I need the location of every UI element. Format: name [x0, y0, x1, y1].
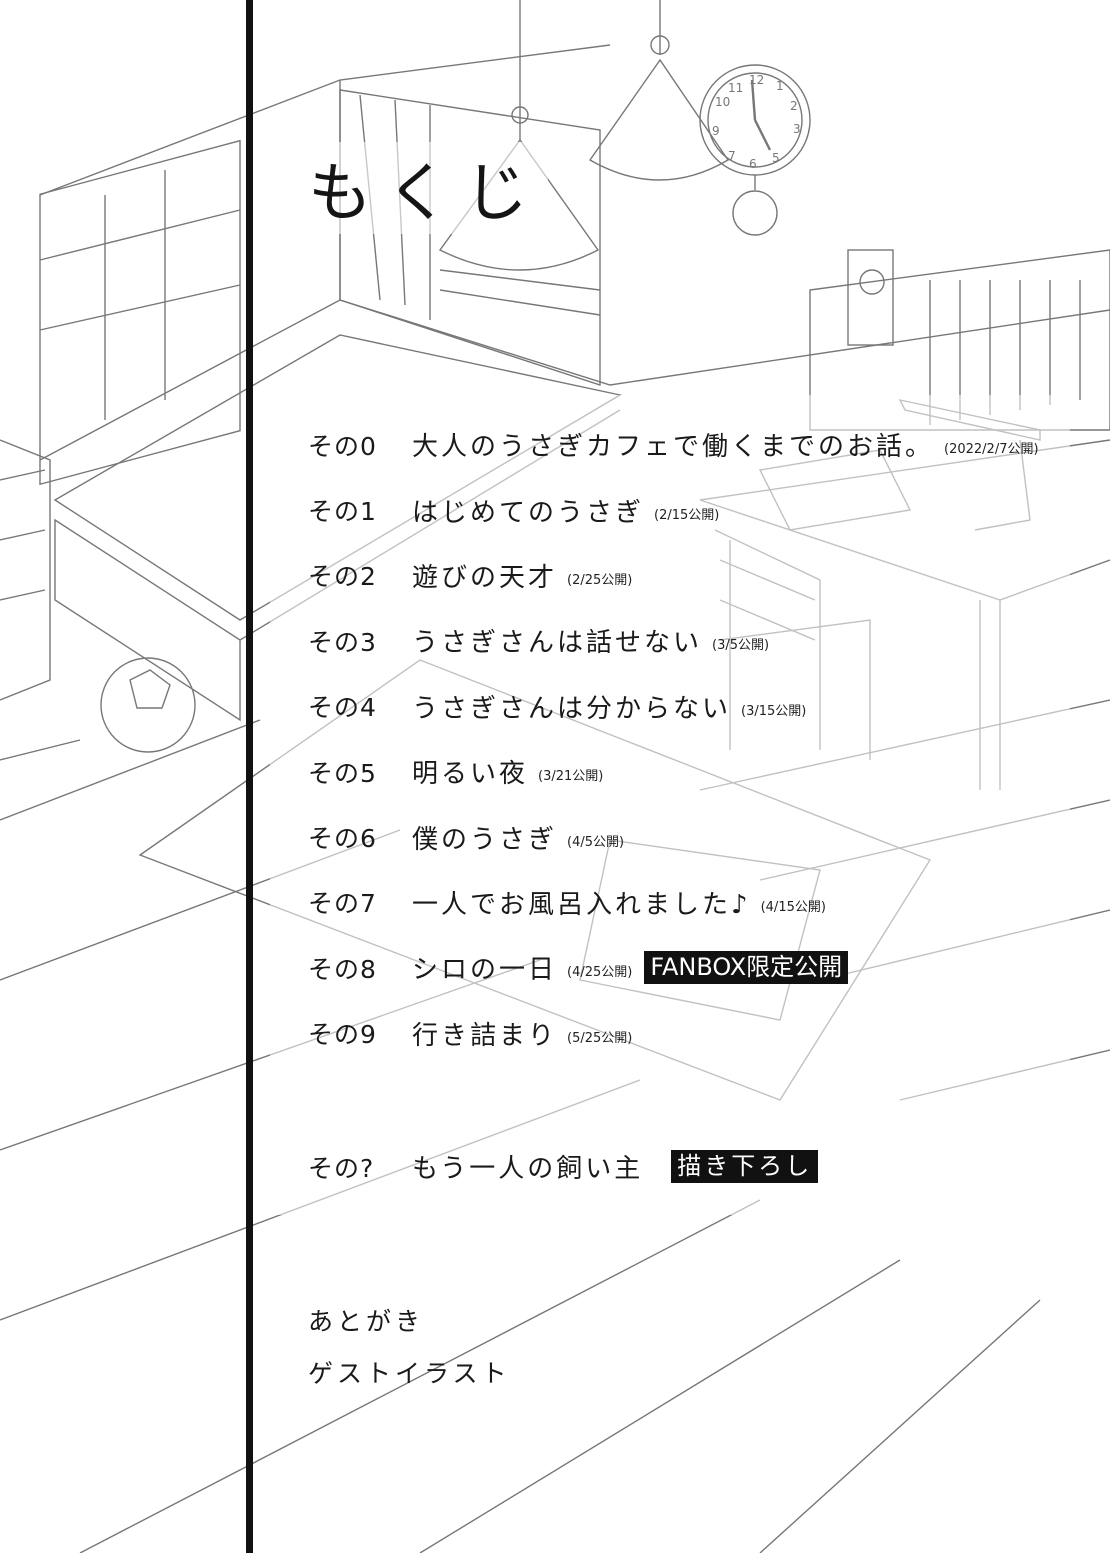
chapter-entry-2[interactable]: その2 遊びの天才 (2/25公開) [308, 543, 1039, 608]
chapter-title: 僕のうさぎ [412, 824, 558, 855]
wall-clock-icon: 11 12 1 10 2 3 9 7 6 5 [699, 64, 811, 236]
chapter-title: 行き詰まり [412, 1020, 558, 1051]
page-title: もくじ [302, 142, 548, 234]
svg-text:10: 10 [715, 95, 730, 109]
chapter-title: シロの一日 [412, 955, 558, 986]
chapter-title: うさぎさんは分からない [412, 693, 732, 724]
chapter-entry-0[interactable]: その0 大人のうさぎカフェで働くまでのお話。 (2022/2/7公開) [308, 412, 1039, 477]
chapter-entry-8[interactable]: その8 シロの一日 (4/25公開) FANBOX限定公開 [308, 935, 1039, 1000]
chapter-entry-extra[interactable]: その? もう一人の飼い主 描き下ろし [308, 1148, 819, 1185]
chapter-number: その7 [308, 889, 377, 919]
chapter-number: その0 [308, 431, 377, 461]
publish-date: (4/15公開) [760, 899, 826, 915]
publish-date: (4/25公開) [567, 965, 633, 981]
chapter-entry-6[interactable]: その6 僕のうさぎ (4/5公開) [308, 804, 1039, 869]
pendant-lamp-right [588, 0, 729, 181]
chapter-entry-3[interactable]: その3 うさぎさんは話せない (3/5公開) [308, 608, 1039, 673]
text-backdrop [270, 395, 1070, 1215]
chapter-title: 明るい夜 [412, 759, 529, 790]
publish-date: (3/21公開) [538, 769, 604, 785]
chapter-number: その3 [308, 627, 377, 657]
chapter-entry-9[interactable]: その9 行き詰まり (5/25公開) [308, 1001, 1039, 1066]
svg-text:12: 12 [749, 73, 764, 87]
svg-text:9: 9 [712, 124, 720, 138]
chapter-number: その8 [308, 954, 377, 984]
publish-date: (3/15公開) [741, 703, 807, 719]
chapter-title: 一人でお風呂入れました♪ [412, 889, 751, 920]
soccer-ball-icon [100, 657, 196, 753]
svg-text:5: 5 [772, 151, 780, 165]
chapter-number: その2 [308, 562, 377, 592]
chapter-title: 大人のうさぎカフェで働くまでのお話。 [412, 432, 935, 463]
publish-date: (2/25公開) [567, 572, 633, 588]
new-drawing-badge: 描き下ろし [671, 1150, 819, 1183]
svg-text:11: 11 [728, 81, 743, 95]
chapter-list: その0 大人のうさぎカフェで働くまでのお話。 (2022/2/7公開) その1 … [308, 412, 1039, 1066]
svg-text:1: 1 [776, 79, 784, 93]
svg-text:3: 3 [793, 122, 801, 136]
chapter-entry-1[interactable]: その1 はじめてのうさぎ (2/15公開) [308, 477, 1039, 542]
pendant-lamp-left [438, 0, 600, 271]
chapter-title: うさぎさんは話せない [412, 628, 703, 659]
publish-date: (2022/2/7公開) [944, 442, 1039, 458]
publish-date: (3/5公開) [712, 638, 770, 654]
window-left [39, 139, 241, 486]
chapter-number: その1 [308, 497, 377, 527]
chapter-title: はじめてのうさぎ [412, 497, 645, 528]
back-matter: あとがき ゲストイラスト [308, 1296, 511, 1400]
fanbox-exclusive-badge: FANBOX限定公開 [644, 951, 849, 985]
chapter-number: その9 [308, 1020, 377, 1050]
guest-illustration-entry[interactable]: ゲストイラスト [308, 1359, 511, 1388]
chapter-number: その4 [308, 693, 377, 723]
chest-of-drawers [0, 439, 51, 701]
svg-text:6: 6 [749, 157, 757, 171]
chapter-title: もう一人の飼い主 [412, 1154, 644, 1184]
publish-date: (5/25公開) [567, 1030, 633, 1046]
svg-text:2: 2 [790, 99, 798, 113]
afterword-entry[interactable]: あとがき [308, 1307, 425, 1336]
chapter-number: その? [308, 1153, 375, 1183]
page-spine-rule [246, 0, 253, 1553]
svg-text:7: 7 [728, 149, 736, 163]
chapter-entry-4[interactable]: その4 うさぎさんは分からない (3/15公開) [308, 674, 1039, 739]
chapter-title: 遊びの天才 [412, 562, 558, 593]
chapter-number: その6 [308, 824, 377, 854]
publish-date: (4/5公開) [567, 834, 625, 850]
chapter-number: その5 [308, 758, 377, 788]
chapter-entry-7[interactable]: その7 一人でお風呂入れました♪ (4/15公開) [308, 870, 1039, 935]
chapter-entry-5[interactable]: その5 明るい夜 (3/21公開) [308, 739, 1039, 804]
publish-date: (2/15公開) [654, 507, 720, 523]
